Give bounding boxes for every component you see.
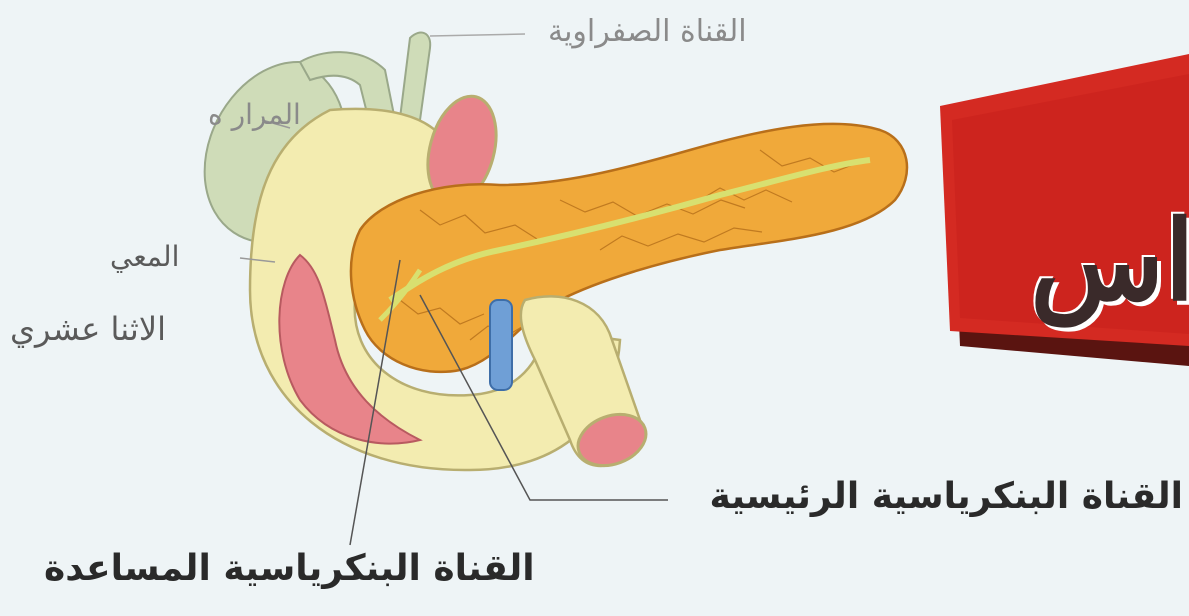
label-gallbladder: المرار ه [208,98,301,131]
label-common-bile-duct: القناة الصفراوية [548,14,747,49]
label-duodenum-line1: المعي [110,240,179,273]
bile-duct-pointer [430,34,525,36]
label-main-pancreatic-duct: القناة البنكرياسية الرئيسية [710,476,1183,517]
label-duodenum-line2: الاثنا عشري [10,310,166,348]
mesenteric-vein [490,300,512,390]
common-bile-duct [400,33,430,120]
title-banner: اس [930,46,1189,376]
label-accessory-pancreatic-duct: القناة البنكرياسية المساعدة [44,548,535,589]
banner-title: اس [1030,196,1189,325]
